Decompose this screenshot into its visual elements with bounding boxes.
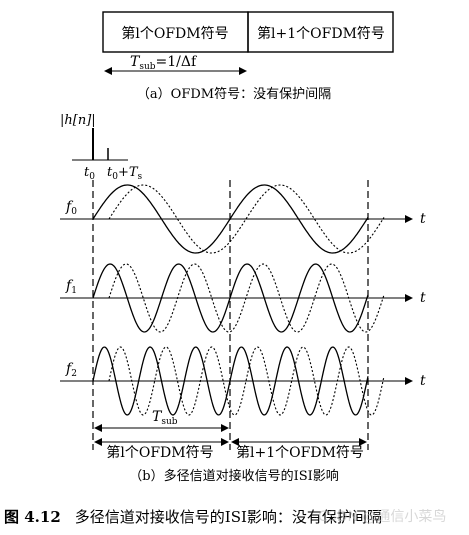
direct-path-wave [92,184,369,254]
axis-label-t: t [420,373,426,389]
row-f1: f1 t [60,263,426,333]
panel-b-caption: （b）多径信道对接收信号的ISI影响 [129,468,339,484]
row-f2: f2 t [60,346,426,416]
tsub-arrow-a: Tsub=1/Δf [104,54,247,75]
symbol-label-l1-b: 第l+1个OFDM符号 [236,444,364,461]
delayed-path-wave [108,346,385,416]
symbol-label-l1: 第l+1个OFDM符号 [257,25,385,42]
watermark: CSDN @通信小菜鸟 [318,509,447,525]
tsub-label-b: Tsub [152,409,178,427]
symbol-span-arrows-b: 第l个OFDM符号 第l+1个OFDM符号 [94,438,367,461]
symbol-label-l: 第l个OFDM符号 [121,25,228,42]
t0-ts-label: t0+Ts [107,165,143,182]
figure-number: 图 4.12 [4,508,61,526]
figure-caption-text: 多径信道对接收信号的ISI影响：没有保护间隔 [74,508,382,526]
direct-path-wave [92,263,369,333]
row-f0: f0 t [60,184,426,254]
symbol-boundaries [92,180,369,450]
symbol-box-l1 [247,11,394,53]
symbol-label-l-b: 第l个OFDM符号 [106,444,213,461]
h-label: |h[n]| [60,113,96,128]
row-label-f1: f1 [65,278,77,296]
panel-a-caption: （a）OFDM符号：没有保护间隔 [137,86,331,102]
t0-label: t0 [84,165,95,182]
direct-path-wave [92,346,369,416]
panel-a-symbols: 第l个OFDM符号 第l+1个OFDM符号 [102,11,394,53]
subcarrier-rows: f0 t f1 t f2 t [60,184,426,416]
axis-label-t: t [420,211,426,227]
delayed-path-wave [108,184,385,254]
row-label-f2: f2 [65,361,77,379]
impulse-response: |h[n]| t0 t0+Ts [60,113,143,182]
tsub-label-a: Tsub=1/Δf [130,54,198,72]
tsub-arrow-b: Tsub [94,409,229,432]
row-label-f0: f0 [65,199,77,217]
axis-label-t: t [420,290,426,306]
